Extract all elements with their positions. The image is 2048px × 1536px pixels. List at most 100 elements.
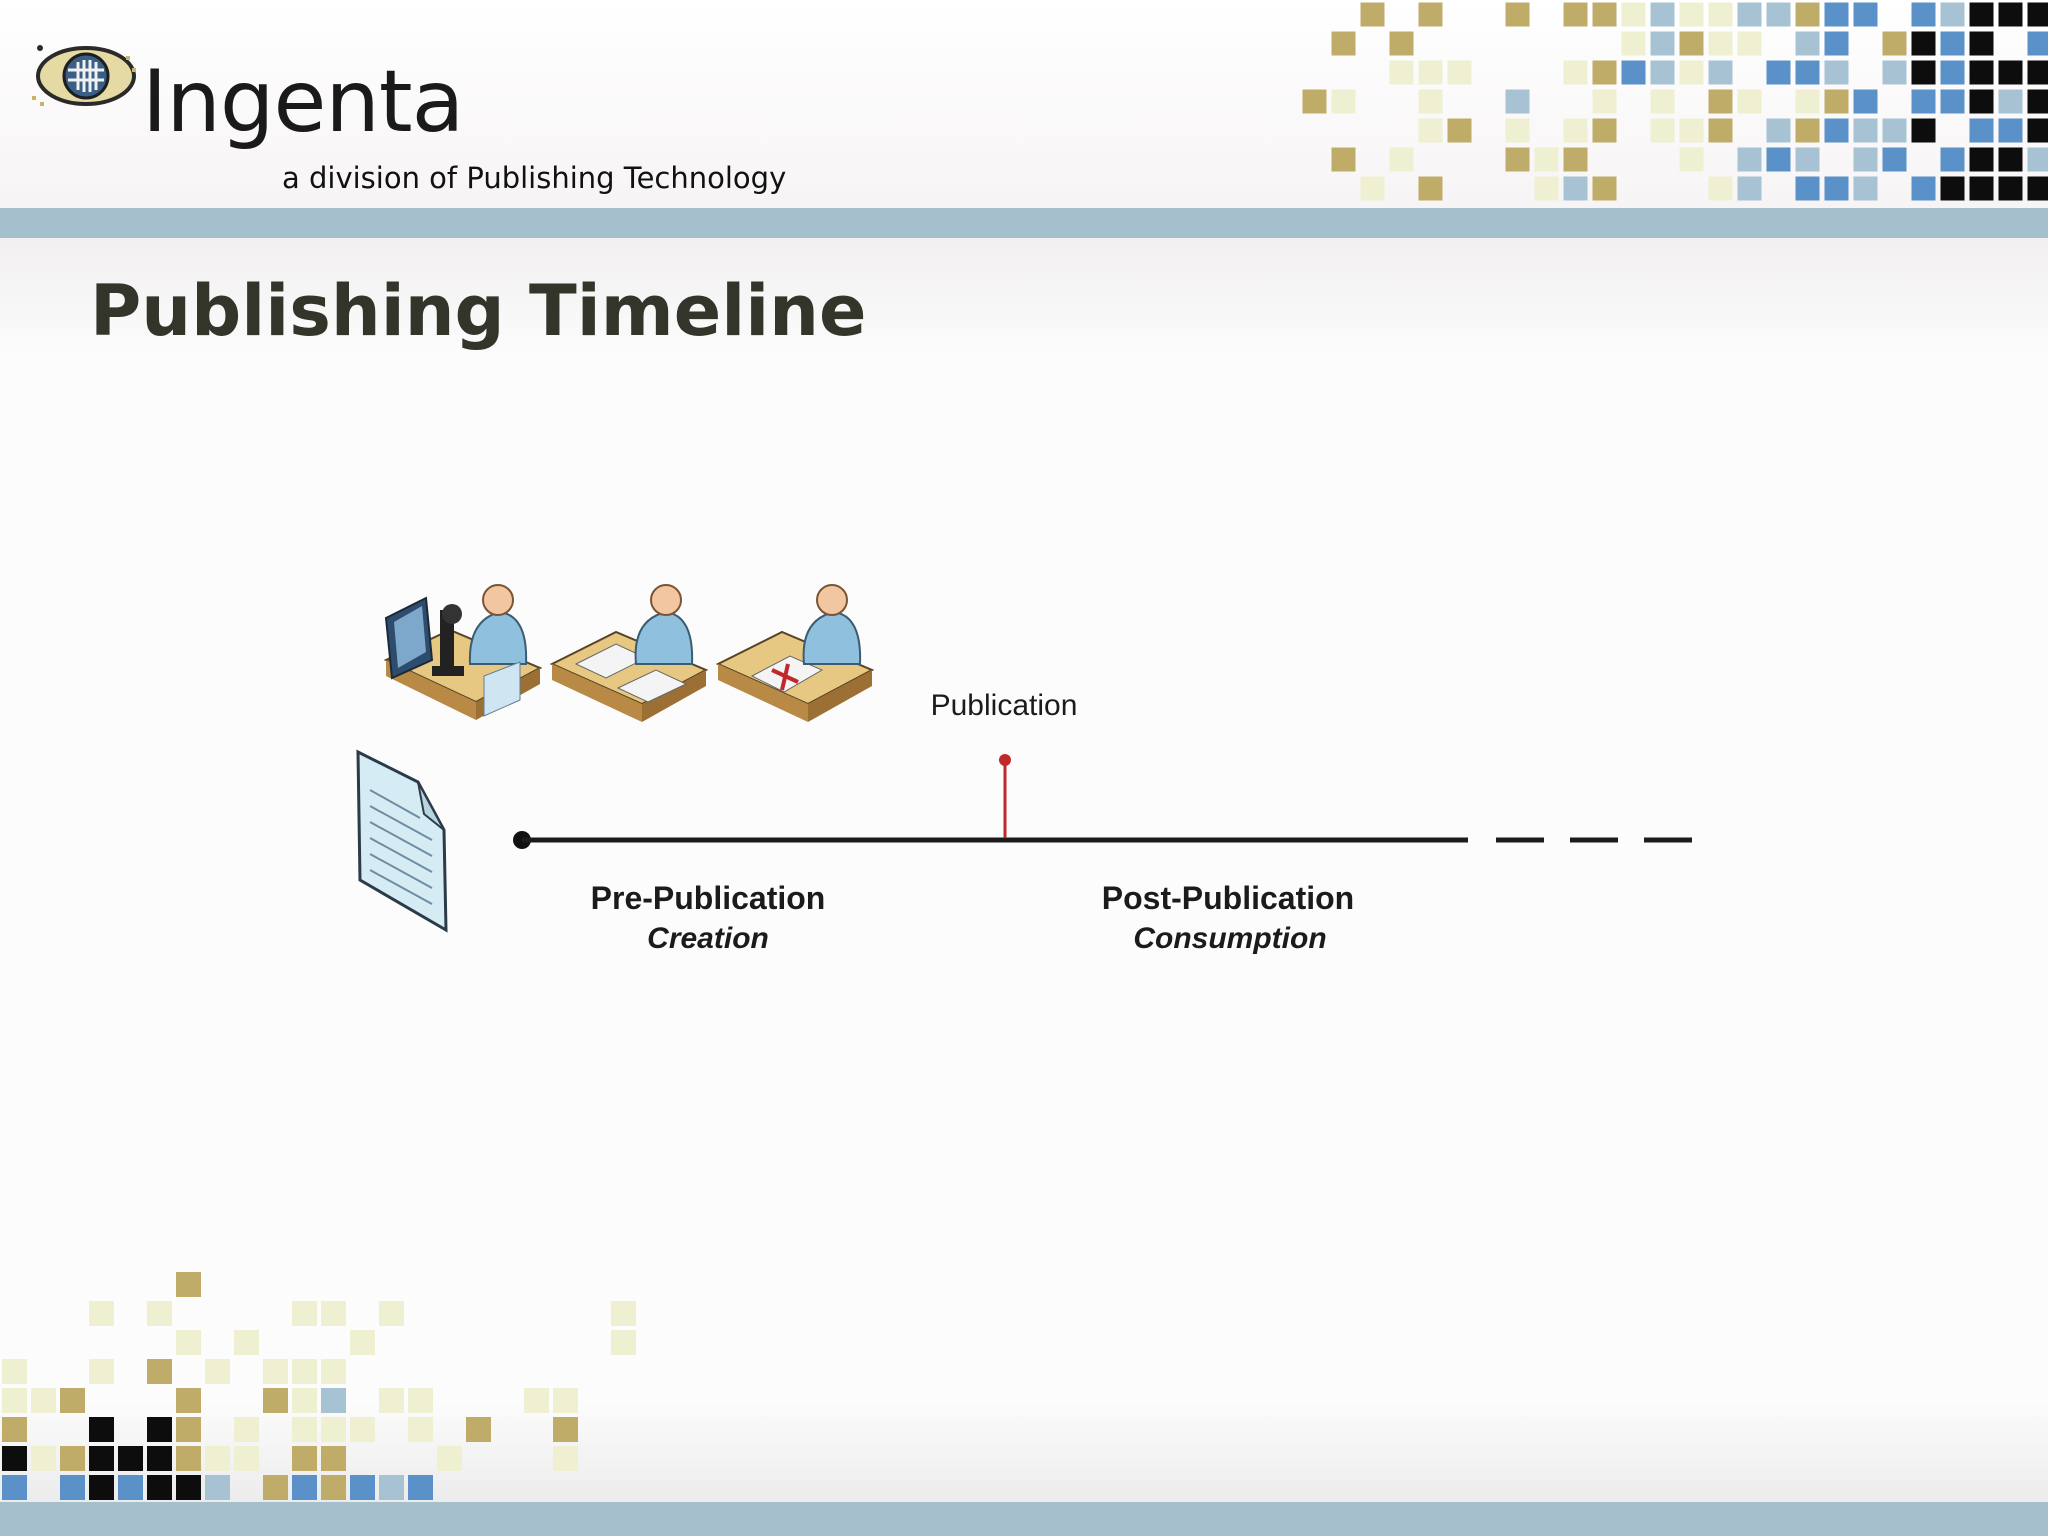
mosaic-tile (1563, 60, 1588, 85)
mosaic-tile (1418, 2, 1443, 27)
mosaic-tile (1969, 147, 1994, 172)
mosaic-tile (1824, 89, 1849, 114)
mosaic-tile (2027, 31, 2048, 56)
mosaic-tile (1534, 176, 1559, 201)
mosaic-tile (1563, 176, 1588, 201)
mosaic-tile (89, 1475, 114, 1500)
mosaic-tile (1418, 118, 1443, 143)
mosaic-tile (89, 1446, 114, 1471)
mosaic-tile (321, 1359, 346, 1384)
mosaic-tile (321, 1301, 346, 1326)
editor-reviewing-icon (715, 584, 875, 722)
mosaic-tile (553, 1446, 578, 1471)
mosaic-tile (611, 1330, 636, 1355)
mosaic-tile (1592, 2, 1617, 27)
mosaic-tile (1650, 60, 1675, 85)
phase-label-pre: Pre-Publication (591, 880, 826, 916)
mosaic-tile (1534, 147, 1559, 172)
mosaic-tile (1447, 60, 1472, 85)
mosaic-tile (2027, 176, 2048, 201)
mosaic-tile (1824, 31, 1849, 56)
author-writing-icon (549, 584, 709, 722)
mosaic-tile (1737, 31, 1762, 56)
mosaic-tile (1882, 31, 1907, 56)
mosaic-tile (2027, 60, 2048, 85)
mosaic-tile (1824, 118, 1849, 143)
brand-name: Ingenta (142, 52, 464, 152)
mosaic-tile (1824, 60, 1849, 85)
mosaic-tile (350, 1330, 375, 1355)
mosaic-tile (524, 1388, 549, 1413)
mosaic-tile (176, 1475, 201, 1500)
mosaic-tile (176, 1330, 201, 1355)
mosaic-tile (1853, 89, 1878, 114)
mosaic-tile (292, 1359, 317, 1384)
footer-mosaic-decoration (2, 1272, 636, 1500)
mosaic-tile (1882, 60, 1907, 85)
mosaic-tile (1795, 89, 1820, 114)
mosaic-tile (1418, 176, 1443, 201)
mosaic-tile (234, 1417, 259, 1442)
mosaic-tile (1969, 60, 1994, 85)
mosaic-tile (1621, 60, 1646, 85)
mosaic-tile (147, 1475, 172, 1500)
mosaic-tile (1795, 31, 1820, 56)
mosaic-tile (1795, 60, 1820, 85)
brand-tagline: a division of Publishing Technology (282, 161, 787, 195)
mosaic-tile (292, 1301, 317, 1326)
mosaic-tile (60, 1388, 85, 1413)
mosaic-tile (1650, 118, 1675, 143)
mosaic-tile (1766, 2, 1791, 27)
mosaic-tile (321, 1417, 346, 1442)
mosaic-tile (1969, 118, 1994, 143)
mosaic-tile (1766, 147, 1791, 172)
mosaic-tile (205, 1475, 230, 1500)
mosaic-tile (1708, 176, 1733, 201)
mosaic-tile (147, 1359, 172, 1384)
mosaic-tile (350, 1475, 375, 1500)
mosaic-tile (263, 1475, 288, 1500)
mosaic-tile (1940, 60, 1965, 85)
mosaic-tile (1911, 118, 1936, 143)
mosaic-tile (1708, 31, 1733, 56)
mosaic-tile (60, 1475, 85, 1500)
mosaic-tile (321, 1475, 346, 1500)
mosaic-tile (553, 1388, 578, 1413)
mosaic-tile (1505, 147, 1530, 172)
mosaic-tile (408, 1417, 433, 1442)
mosaic-tile (1795, 118, 1820, 143)
mosaic-tile (89, 1359, 114, 1384)
mosaic-tile (321, 1388, 346, 1413)
mosaic-tile (205, 1446, 230, 1471)
mosaic-tile (379, 1301, 404, 1326)
mosaic-tile (321, 1446, 346, 1471)
mosaic-tile (1563, 2, 1588, 27)
mosaic-tile (466, 1417, 491, 1442)
page-title: Publishing Timeline (90, 270, 867, 352)
mosaic-tile (1795, 2, 1820, 27)
mosaic-tile (1505, 2, 1530, 27)
mosaic-tile (1650, 2, 1675, 27)
mosaic-tile (1940, 147, 1965, 172)
mosaic-tile (1650, 31, 1675, 56)
mosaic-tile (2, 1475, 27, 1500)
mosaic-tile (350, 1417, 375, 1442)
phase-subtitle-pre: Creation (647, 922, 769, 955)
mosaic-tile (1389, 31, 1414, 56)
mosaic-tile (176, 1417, 201, 1442)
phase-subtitle-post: Consumption (1133, 922, 1326, 955)
mosaic-tile (1998, 89, 2023, 114)
mosaic-tile (2, 1446, 27, 1471)
mosaic-tile (1331, 31, 1356, 56)
mosaic-tile (1331, 89, 1356, 114)
mosaic-tile (1853, 2, 1878, 27)
mosaic-tile (1940, 2, 1965, 27)
mosaic-tile (1911, 2, 1936, 27)
mosaic-tile (1998, 2, 2023, 27)
mosaic-tile (147, 1417, 172, 1442)
mosaic-tile (1969, 2, 1994, 27)
mosaic-tile (263, 1388, 288, 1413)
mosaic-tile (31, 1388, 56, 1413)
header-mosaic-decoration (1302, 2, 2048, 201)
